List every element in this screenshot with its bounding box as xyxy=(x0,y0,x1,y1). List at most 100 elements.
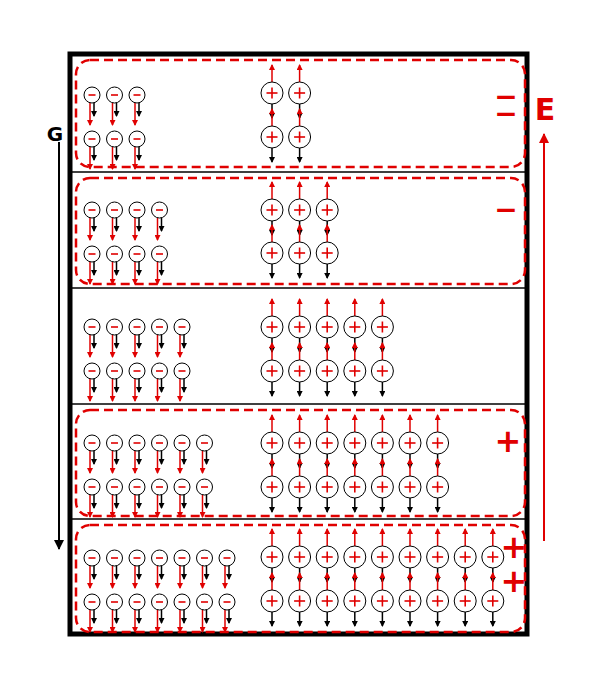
electric-force-arrow xyxy=(202,451,204,473)
gravity-force-arrow xyxy=(161,218,163,231)
electric-force-arrow xyxy=(134,103,136,125)
gravity-force-arrow xyxy=(138,218,140,231)
negative-charge xyxy=(197,479,213,517)
gravity-force-arrow xyxy=(228,566,230,579)
minus-mark xyxy=(134,370,141,372)
negative-charge xyxy=(152,202,168,240)
charge-circle xyxy=(174,550,190,566)
electric-force-arrow xyxy=(271,343,273,360)
charge-circle xyxy=(152,319,168,335)
charge-circle xyxy=(84,319,100,335)
minus-mark xyxy=(224,601,231,603)
gravity-force-arrow xyxy=(116,335,118,348)
charge-circle xyxy=(454,590,476,612)
negative-charge xyxy=(84,363,100,401)
charge-circle xyxy=(152,202,168,218)
gravity-force-arrow xyxy=(93,262,95,275)
plus-mark xyxy=(326,248,328,259)
positive-charge xyxy=(261,109,283,162)
negative-charge xyxy=(174,550,190,588)
minus-mark xyxy=(201,601,208,603)
gravity-force-arrow xyxy=(271,498,273,512)
charge-circle xyxy=(107,319,123,335)
charge-circle xyxy=(129,479,145,495)
negative-charge xyxy=(107,594,123,632)
electric-force-arrow xyxy=(326,299,328,316)
gravity-force-arrow xyxy=(326,498,328,512)
electric-force-arrow xyxy=(299,109,301,126)
electric-force-arrow xyxy=(89,262,91,284)
plus-mark xyxy=(271,596,273,607)
minus-mark xyxy=(89,557,96,559)
charge-circle xyxy=(261,476,283,498)
minus-mark xyxy=(89,138,96,140)
minus-mark xyxy=(179,486,186,488)
electric-force-arrow xyxy=(112,566,114,588)
electric-force-arrow xyxy=(112,610,114,632)
electric-force-arrow xyxy=(89,218,91,240)
plus-mark xyxy=(299,205,301,216)
negative-charge xyxy=(84,319,100,357)
gravity-force-arrow xyxy=(116,147,118,160)
gravity-force-arrow xyxy=(138,262,140,275)
charge-circle xyxy=(129,246,145,262)
negative-charge xyxy=(129,363,145,401)
charge-circle xyxy=(289,546,311,568)
electric-force-arrow xyxy=(299,573,301,590)
electric-force-arrow xyxy=(271,529,273,546)
charge-circle xyxy=(129,363,145,379)
charge-circle xyxy=(84,435,100,451)
plus-mark xyxy=(437,482,439,493)
gravity-force-arrow xyxy=(116,379,118,392)
gravity-force-arrow xyxy=(299,148,301,162)
gravity-label: G xyxy=(47,124,63,144)
minus-mark xyxy=(156,442,163,444)
charge-circle xyxy=(197,594,213,610)
minus-mark xyxy=(201,557,208,559)
particles xyxy=(84,65,504,632)
negative-charge xyxy=(107,87,123,125)
plus-mark xyxy=(271,205,273,216)
electric-force-arrow xyxy=(202,566,204,588)
plus-mark xyxy=(354,322,356,333)
gravity-force-arrow xyxy=(93,495,95,508)
plus-mark xyxy=(409,438,411,449)
electric-force-arrow xyxy=(134,451,136,473)
plus-mark xyxy=(326,322,328,333)
electric-force-arrow xyxy=(326,459,328,476)
charge-circle xyxy=(197,435,213,451)
charge-circle xyxy=(129,319,145,335)
charge-circle xyxy=(316,476,338,498)
charge-circle xyxy=(84,202,100,218)
charge-circle xyxy=(197,479,213,495)
charge-circle xyxy=(261,546,283,568)
charge-circle xyxy=(174,594,190,610)
electric-force-arrow xyxy=(89,147,91,169)
gravity-force-arrow xyxy=(93,147,95,160)
positive-charge xyxy=(261,343,283,396)
gravity-force-arrow xyxy=(354,498,356,512)
minus-mark xyxy=(89,253,96,255)
electric-force-arrow xyxy=(271,299,273,316)
charge-sign: − xyxy=(494,196,517,224)
charge-circle xyxy=(344,432,366,454)
electric-force-arrow xyxy=(354,299,356,316)
charge-circle xyxy=(261,242,283,264)
negative-charge xyxy=(219,594,235,632)
plus-mark xyxy=(382,322,384,333)
charge-circle xyxy=(289,316,311,338)
electric-force-arrow xyxy=(179,610,181,632)
electric-force-arrow xyxy=(157,379,159,401)
charge-circle xyxy=(107,479,123,495)
charge-circle xyxy=(84,550,100,566)
charge-circle xyxy=(174,363,190,379)
gravity-force-arrow xyxy=(138,147,140,160)
electric-force-arrow xyxy=(271,225,273,242)
charge-circle xyxy=(454,546,476,568)
plus-mark xyxy=(492,596,494,607)
gravity-force-arrow xyxy=(183,566,185,579)
charge-circle xyxy=(107,131,123,147)
plus-mark xyxy=(492,552,494,563)
plus-mark xyxy=(299,366,301,377)
charge-circle xyxy=(289,82,311,104)
